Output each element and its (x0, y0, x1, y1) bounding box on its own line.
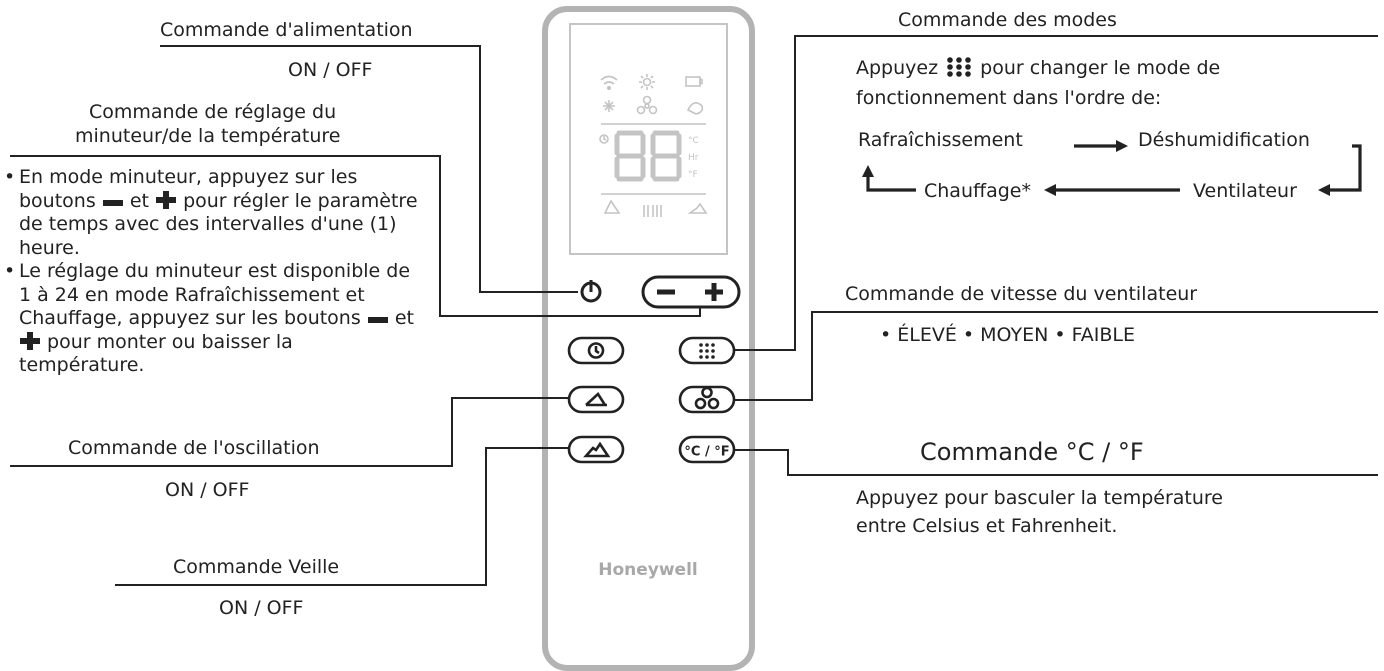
snowflake-icon (603, 100, 615, 112)
leader-fan (735, 311, 1378, 401)
oscillation-title: Commande de l'oscillation (68, 437, 320, 459)
leader-sleep (115, 447, 568, 586)
timer-button[interactable] (567, 336, 625, 365)
sleep-lcd-icon (687, 202, 708, 214)
mode-cycle-heating: Chauffage* (924, 180, 1031, 202)
wifi-icon (600, 75, 618, 91)
battery-icon (685, 76, 703, 87)
mode-button[interactable] (678, 336, 736, 365)
power-state: ON / OFF (288, 59, 373, 81)
fan-level-medium: MOYEN (980, 324, 1049, 346)
timer-bullet-2-b: et (394, 307, 414, 329)
mode-desc-a: Appuyez (856, 57, 939, 79)
timer-bullet-2-c: pour monter ou baisser la température. (19, 330, 293, 377)
timer-bullet-1: En mode minuteur, appuyez sur les bouton… (4, 166, 419, 260)
leader-unit (735, 449, 1378, 476)
fan-speed-levels: • ÉLEVÉ • MOYEN • FAIBLE (880, 324, 1136, 346)
sun-icon (639, 74, 655, 90)
unit-title: Commande °C / °F (920, 438, 1144, 466)
timer-bullet-1-a: En mode minuteur, appuyez sur les bouton… (19, 166, 358, 212)
mode-cycle-dehumidify: Déshumidification (1138, 129, 1310, 151)
mode-cycle-cooling: Rafraîchissement (858, 129, 1023, 151)
oscillation-lcd-icon (603, 199, 621, 214)
mode-cycle-arrows (862, 140, 1362, 196)
leader-timer-temp (10, 155, 701, 317)
timer-bullet-2: Le réglage du minuteur est disponible de… (4, 260, 419, 378)
minus-plus-button[interactable] (641, 275, 741, 309)
lcd-unit-hr: Hr (688, 153, 699, 163)
fan-level-low: FAIBLE (1071, 324, 1136, 346)
unit-button-label: °C / °F (684, 445, 729, 460)
unit-toggle-button[interactable] (678, 435, 736, 464)
sleep-button[interactable] (567, 435, 625, 464)
timer-temp-bullets: En mode minuteur, appuyez sur les bouton… (4, 166, 419, 378)
mode-icon (699, 343, 715, 359)
plus-icon (20, 331, 40, 350)
fan-level-high: ÉLEVÉ (897, 324, 957, 346)
remote-control: °C Hr °F (542, 6, 755, 671)
power-title: Commande d'alimentation (160, 19, 413, 41)
mode-title: Commande des modes (898, 9, 1117, 31)
timer-bullet-2-a: Le réglage du minuteur est disponible de… (19, 260, 411, 329)
timer-bullet-1-c: pour régler le paramètre de temps avec d… (19, 189, 418, 259)
oscillation-button[interactable] (567, 385, 625, 414)
mode-desc-b: pour changer le mode de (980, 57, 1221, 79)
unit-desc-1: Appuyez pour basculer la température (856, 487, 1223, 509)
power-button[interactable] (580, 280, 602, 303)
lcd-unit-f: °F (688, 170, 698, 180)
mode-desc-2: fonctionnement dans l'ordre de: (856, 87, 1162, 109)
minus-icon (102, 199, 123, 206)
plus-icon (705, 283, 723, 301)
brand-logo: Honeywell (598, 560, 698, 580)
sleep-title: Commande Veille (173, 556, 340, 578)
leader-power (160, 45, 578, 293)
hand-icon (686, 102, 704, 115)
mode-cycle-fan: Ventilateur (1193, 180, 1297, 202)
speed-bars-icon (643, 205, 662, 217)
unit-desc-2: entre Celsius et Fahrenheit. (856, 515, 1118, 537)
display-window (569, 23, 728, 255)
leader-lines (10, 35, 1378, 586)
leader-oscillation (10, 397, 568, 467)
leader-mode (735, 35, 1378, 351)
mode-icon (947, 57, 971, 77)
oscillation-state: ON / OFF (165, 479, 250, 501)
minus-icon (367, 317, 388, 323)
lcd-panel (599, 74, 708, 217)
mode-desc-1: Appuyez pour changer le mode de (856, 56, 1220, 80)
timer-bullet-1-b: et (129, 189, 149, 212)
seven-segment-digits (614, 130, 682, 182)
timer-temp-title-1: Commande de réglage du (89, 101, 337, 123)
fan-icon (636, 95, 658, 115)
sleep-state: ON / OFF (219, 597, 304, 619)
clock-icon (599, 134, 609, 144)
timer-temp-title-2: minuteur/de la température (75, 125, 341, 147)
fan-speed-title: Commande de vitesse du ventilateur (845, 283, 1198, 305)
plus-icon (156, 190, 177, 209)
fan-speed-button[interactable] (678, 385, 736, 414)
lcd-unit-c: °C (688, 136, 699, 146)
